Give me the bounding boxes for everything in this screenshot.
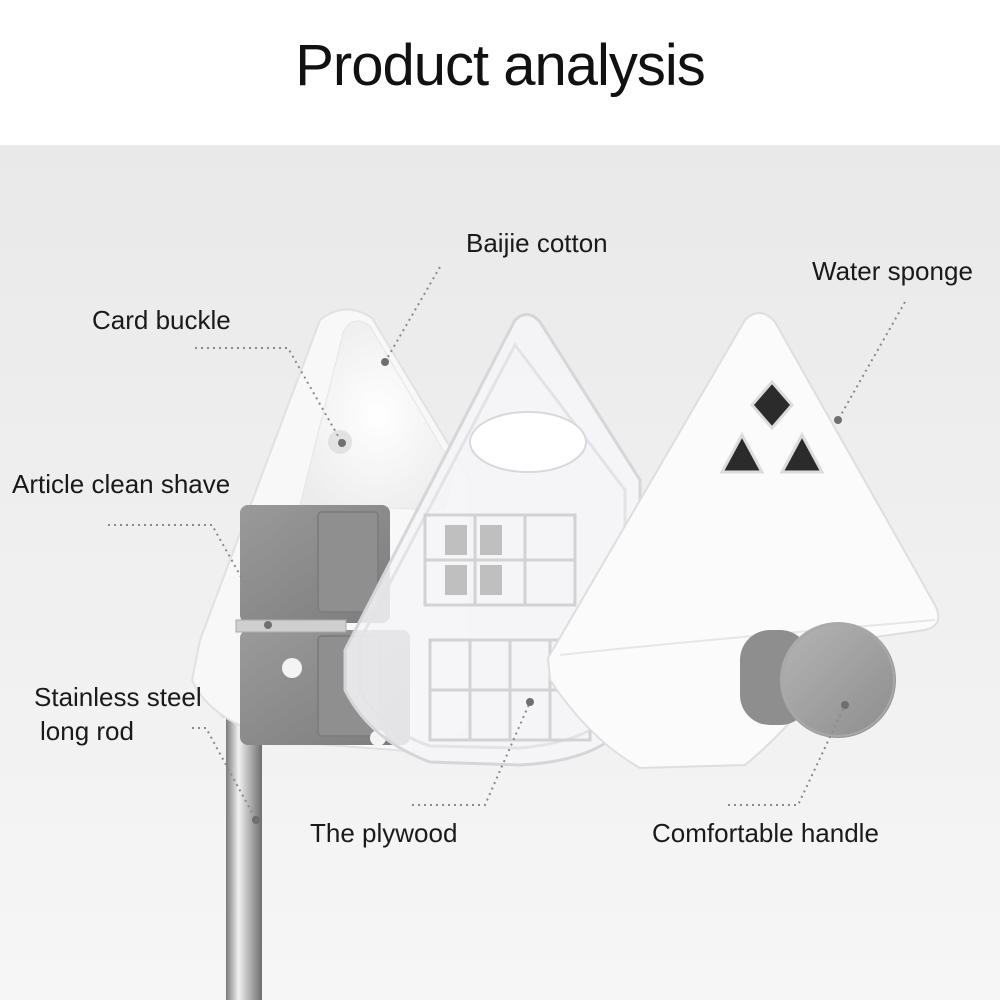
handle-block <box>546 312 940 770</box>
label-card-buckle: Card buckle <box>92 305 231 335</box>
label-stainless-steel-long-rod: Stainless steel long rod <box>34 680 202 748</box>
handle-knob-icon <box>740 622 896 738</box>
page-title: Product analysis <box>295 33 706 98</box>
label-water-sponge: Water sponge <box>812 256 973 286</box>
label-the-plywood: The plywood <box>310 818 458 848</box>
label-stainless-steel-line2: long rod <box>40 716 134 746</box>
label-baijie-cotton: Baijie cotton <box>466 228 608 258</box>
leader-dots <box>252 358 849 824</box>
leader-lines <box>108 266 906 821</box>
label-stainless-steel-line1: Stainless steel <box>34 682 202 712</box>
water-sponge-icon <box>719 379 825 474</box>
label-comfortable-handle: Comfortable handle <box>652 818 879 848</box>
label-article-clean-shave: Article clean shave <box>12 469 231 499</box>
